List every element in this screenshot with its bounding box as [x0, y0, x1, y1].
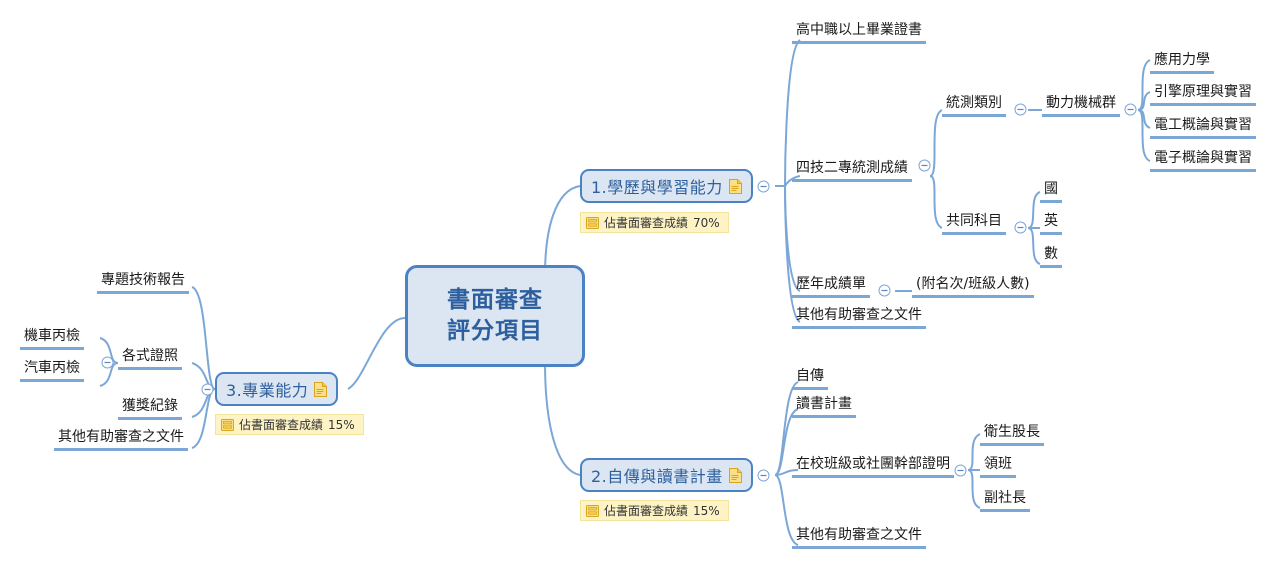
branch-3-note-label: 佔書面審查成績: [239, 418, 324, 432]
note-icon: [586, 504, 599, 517]
node-vice-president[interactable]: 副社長: [980, 490, 1030, 512]
branch-node-2[interactable]: 2.自傳與讀書計畫: [580, 458, 753, 492]
collapse-minus-icon[interactable]: [1014, 221, 1027, 234]
node-car-license[interactable]: 汽車丙檢: [20, 360, 84, 382]
node-transcript[interactable]: 歷年成績單: [792, 276, 870, 298]
node-other-documents-3[interactable]: 其他有助審查之文件: [54, 429, 188, 451]
central-line-1: 書面審查: [447, 286, 543, 313]
node-subject-english[interactable]: 英: [1040, 213, 1062, 235]
branch-3-label: 3.專業能力: [226, 381, 309, 400]
document-icon: [314, 381, 328, 397]
node-foreman[interactable]: 領班: [980, 456, 1016, 478]
node-graduation-certificate[interactable]: 高中職以上畢業證書: [792, 22, 926, 44]
node-common-subjects[interactable]: 共同科目: [942, 213, 1006, 235]
node-transcript-detail[interactable]: (附名次/班級人數): [912, 276, 1034, 298]
note-icon: [221, 418, 234, 431]
branch-2-label: 2.自傳與讀書計畫: [591, 467, 723, 486]
collapse-minus-icon[interactable]: [757, 180, 770, 193]
node-electrical-intro[interactable]: 電工概論與實習: [1150, 117, 1256, 139]
collapse-minus-icon[interactable]: [918, 159, 931, 172]
node-electronics-intro[interactable]: 電子概論與實習: [1150, 150, 1256, 172]
branch-1-note-value: 70%: [693, 215, 720, 230]
collapse-minus-icon[interactable]: [954, 464, 967, 477]
branch-1-note[interactable]: 佔書面審查成績 70%: [580, 212, 729, 233]
document-icon: [728, 178, 742, 194]
node-subject-chinese[interactable]: 國: [1040, 181, 1062, 203]
branch-1-label: 1.學歷與學習能力: [591, 178, 723, 197]
branch-node-1[interactable]: 1.學歷與學習能力: [580, 169, 753, 203]
document-icon: [728, 467, 742, 483]
branch-2-note-value: 15%: [693, 503, 720, 518]
node-engine-principles[interactable]: 引擎原理與實習: [1150, 84, 1256, 106]
node-power-machinery-group[interactable]: 動力機械群: [1042, 95, 1120, 117]
branch-node-3[interactable]: 3.專業能力: [215, 372, 339, 406]
node-other-documents-1[interactable]: 其他有助審查之文件: [792, 307, 926, 329]
node-hygiene-officer[interactable]: 衛生股長: [980, 424, 1044, 446]
node-cadre-certificate[interactable]: 在校班級或社團幹部證明: [792, 456, 954, 478]
collapse-minus-icon[interactable]: [757, 469, 770, 482]
branch-2-note-label: 佔書面審查成績: [604, 504, 689, 518]
node-other-documents-2[interactable]: 其他有助審查之文件: [792, 527, 926, 549]
node-motorcycle-license[interactable]: 機車丙檢: [20, 328, 84, 350]
collapse-minus-icon[interactable]: [201, 383, 214, 396]
node-exam-category[interactable]: 統測類別: [942, 95, 1006, 117]
branch-2-note[interactable]: 佔書面審查成績 15%: [580, 500, 729, 521]
central-line-2: 評分項目: [447, 318, 543, 344]
collapse-minus-icon[interactable]: [1124, 103, 1137, 116]
branch-3-note[interactable]: 佔書面審查成績 15%: [215, 414, 364, 435]
central-node[interactable]: 書面審查 評分項目: [405, 265, 585, 367]
node-certificates[interactable]: 各式證照: [118, 348, 182, 370]
collapse-minus-icon[interactable]: [1014, 103, 1027, 116]
branch-3-note-value: 15%: [328, 417, 355, 432]
node-tech-report[interactable]: 專題技術報告: [97, 272, 189, 294]
collapse-minus-icon[interactable]: [101, 356, 114, 369]
node-study-plan[interactable]: 讀書計畫: [792, 396, 856, 418]
branch-1-note-label: 佔書面審查成績: [604, 216, 689, 230]
node-applied-mechanics[interactable]: 應用力學: [1150, 52, 1214, 74]
node-autobiography[interactable]: 自傳: [792, 368, 828, 390]
node-award-record[interactable]: 獲獎紀錄: [118, 398, 182, 420]
note-icon: [586, 216, 599, 229]
node-tech-exam-score[interactable]: 四技二專統測成績: [792, 160, 912, 182]
collapse-minus-icon[interactable]: [878, 284, 891, 297]
node-subject-math[interactable]: 數: [1040, 246, 1062, 268]
